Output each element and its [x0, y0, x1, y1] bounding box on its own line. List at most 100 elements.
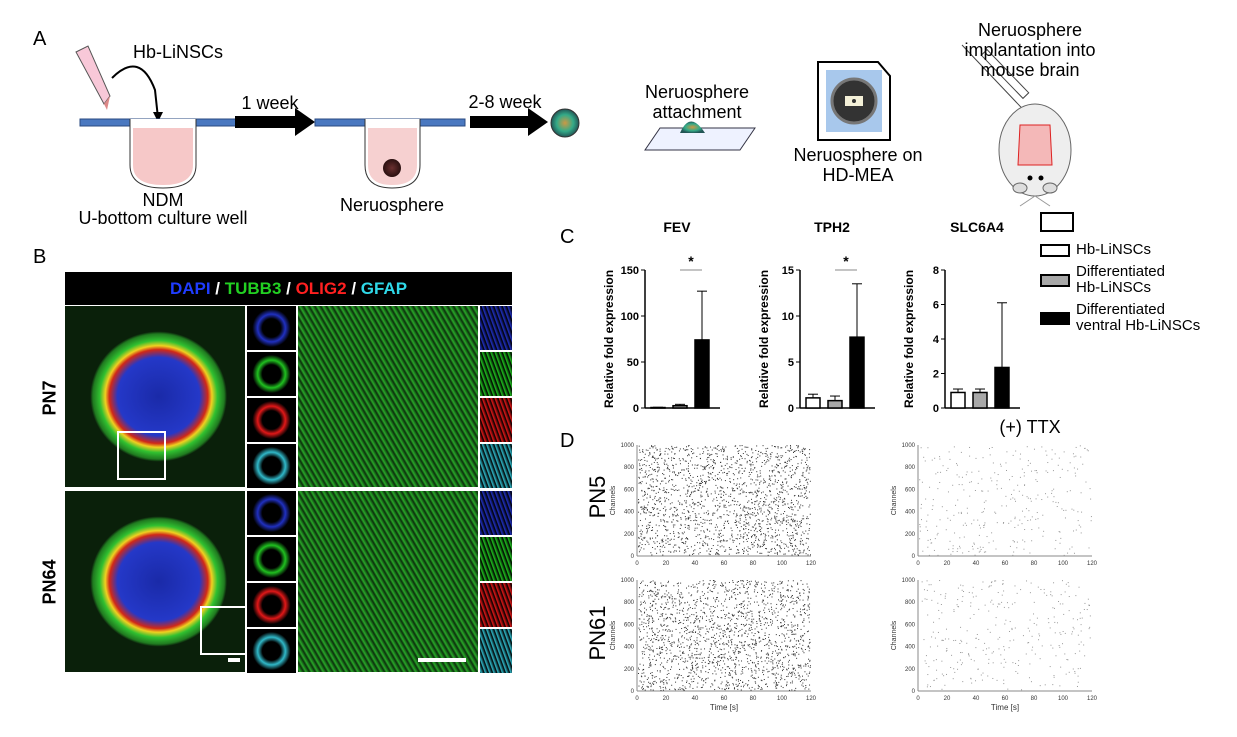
spike [792, 537, 794, 539]
spike [678, 663, 680, 665]
spike [665, 585, 667, 587]
spike [692, 491, 694, 493]
spike [796, 590, 798, 592]
spike [931, 459, 933, 461]
spike [724, 550, 726, 552]
spike [952, 484, 954, 486]
spike [800, 580, 802, 582]
spike [757, 687, 759, 689]
spike [781, 522, 783, 524]
x-tick-label: 40 [973, 696, 980, 702]
spike [755, 643, 757, 645]
spike [644, 494, 646, 496]
spike [945, 650, 947, 652]
spike [1031, 470, 1033, 472]
spike [795, 525, 797, 527]
spike [774, 481, 776, 483]
spike [751, 448, 753, 450]
spike [648, 646, 650, 648]
spike [685, 660, 687, 662]
spike [701, 526, 703, 528]
spike [684, 658, 686, 660]
spike [1055, 539, 1057, 541]
spike [737, 488, 739, 490]
spike [782, 518, 784, 520]
spike [666, 683, 668, 685]
spike [707, 493, 709, 495]
spike [686, 619, 688, 621]
spike [641, 469, 643, 471]
spike [754, 669, 756, 671]
spike [743, 521, 745, 523]
spike [711, 453, 713, 455]
spike [702, 659, 704, 661]
spike [765, 455, 767, 457]
spike [678, 623, 680, 625]
bar [827, 399, 843, 409]
spike [779, 580, 781, 582]
spike [659, 483, 661, 485]
spike [707, 510, 709, 512]
spike [1015, 450, 1017, 452]
spike [704, 446, 706, 448]
spike [686, 587, 688, 589]
spike [733, 652, 735, 654]
spike [805, 479, 807, 481]
spike [644, 508, 646, 510]
spike [728, 471, 730, 473]
spike [735, 524, 737, 526]
spike [775, 682, 777, 684]
spike [797, 628, 799, 630]
spike [780, 455, 782, 457]
spike [679, 650, 681, 652]
spike [662, 637, 664, 639]
spike [752, 662, 754, 664]
spike [756, 489, 758, 491]
spike [929, 539, 931, 541]
spike [641, 533, 643, 535]
spike [714, 680, 716, 682]
spike [677, 644, 679, 646]
spike [639, 451, 641, 453]
spike [671, 684, 673, 686]
spike [755, 501, 757, 503]
spike [760, 657, 762, 659]
spike [776, 499, 778, 501]
spike [738, 664, 740, 666]
spike [683, 614, 685, 616]
spike [1022, 635, 1024, 637]
spike [664, 546, 666, 548]
spike [642, 476, 644, 478]
spike [652, 658, 654, 660]
spike [649, 647, 651, 649]
spike [714, 490, 716, 492]
spike [644, 602, 646, 604]
spike [707, 543, 709, 545]
spike [1008, 647, 1010, 649]
spike [991, 480, 993, 482]
spike [706, 638, 708, 640]
spike [692, 668, 694, 670]
spike [790, 446, 792, 448]
spike [807, 554, 809, 556]
spike [792, 534, 794, 536]
spike [649, 484, 651, 486]
spike [735, 666, 737, 668]
spike [678, 546, 680, 548]
detail-channel-thumbnail [480, 398, 512, 442]
spike [771, 508, 773, 510]
spike [691, 664, 693, 666]
spike [647, 529, 649, 531]
spike [808, 606, 810, 608]
spike [803, 679, 805, 681]
spike [665, 447, 667, 449]
spike [640, 533, 642, 535]
spike [727, 685, 729, 687]
spike [1031, 540, 1033, 542]
spike [760, 452, 762, 454]
spike [710, 454, 712, 456]
spike [696, 648, 698, 650]
spike [718, 554, 720, 556]
spike [694, 654, 696, 656]
spike [640, 506, 642, 508]
